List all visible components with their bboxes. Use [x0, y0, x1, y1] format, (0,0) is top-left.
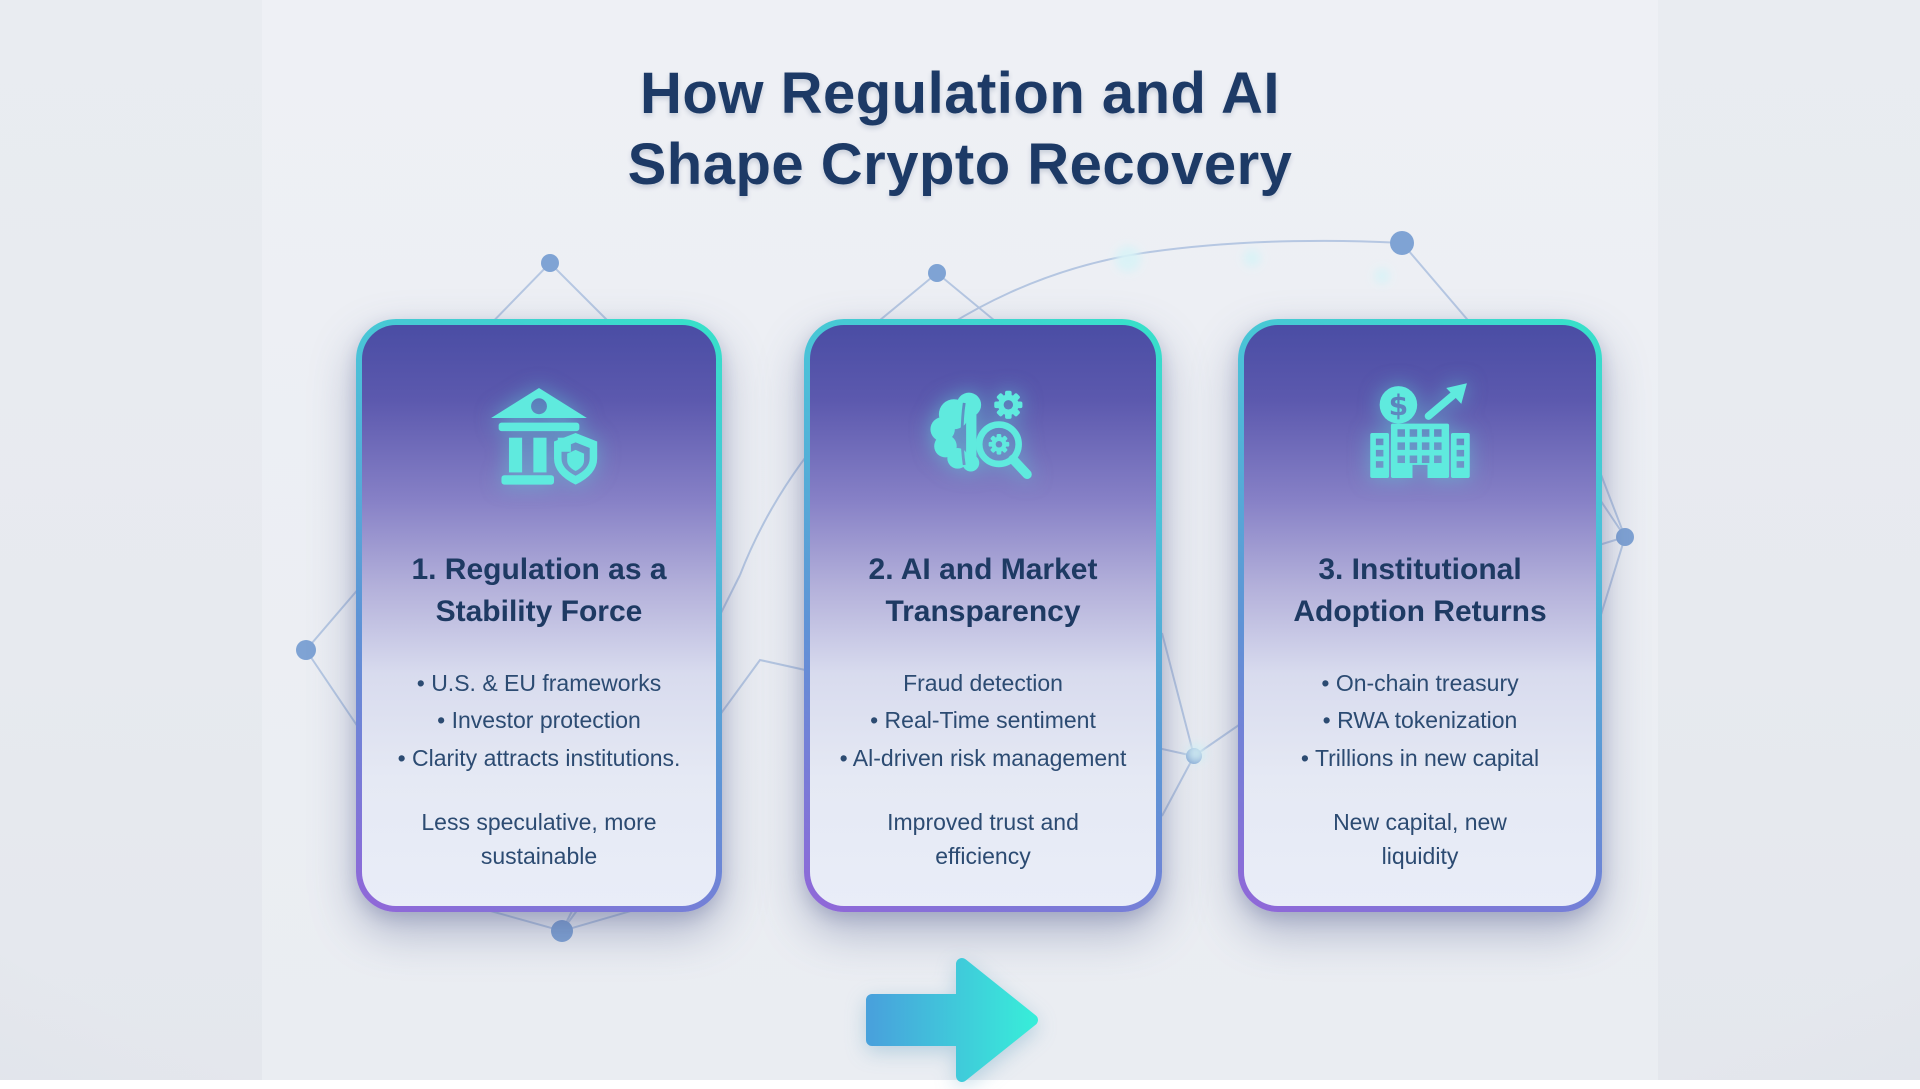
bullet-item: • Investor protection	[437, 707, 641, 734]
card-institutional-adoption: $ 3. Institutional Adoption Returns • On…	[1238, 319, 1602, 912]
card-title: 3. Institutional Adoption Returns	[1293, 553, 1547, 628]
bullet-item: Fraud detection	[903, 670, 1063, 696]
page-title-line2: Shape Crypto Recovery	[627, 131, 1293, 197]
card-bullet-list: • U.S. & EU frameworks • Investor protec…	[398, 665, 681, 777]
card-title: 1. Regulation as a Stability Force	[411, 553, 667, 628]
page-title: How Regulation and AI Shape Crypto Recov…	[0, 59, 1920, 201]
bullet-item: • Real-Time sentiment	[870, 707, 1096, 734]
card-summary: Improved trust and efficiency	[887, 808, 1079, 870]
bank-shield-icon	[478, 367, 600, 499]
card-regulation: 1. Regulation as a Stability Force • U.S…	[356, 319, 722, 912]
bullet-item: • Al-driven risk management	[839, 744, 1127, 771]
page-title-line1: How Regulation and AI	[640, 60, 1280, 126]
bullet-item: • Clarity attracts institutions.	[397, 744, 681, 771]
forward-arrow-icon	[862, 956, 1040, 1089]
bullet-item: • RWA tokenization	[1322, 707, 1518, 734]
card-title: 2. AI and Market Transparency	[868, 553, 1098, 628]
card-summary: New capital, new liquidity	[1333, 808, 1507, 870]
bullet-item: • Trillions in new capital	[1300, 744, 1540, 771]
bullet-item: • U.S. & EU frameworks	[416, 670, 662, 696]
card-bullet-list: Fraud detection • Real-Time sentiment • …	[840, 665, 1127, 777]
ai-brain-analysis-icon	[922, 367, 1044, 499]
institution-growth-icon: $	[1359, 367, 1481, 499]
card-summary: Less speculative, more sustainable	[421, 808, 657, 870]
bullet-item: • On-chain treasury	[1321, 670, 1519, 696]
card-ai-transparency: 2. AI and Market Transparency Fraud dete…	[804, 319, 1162, 912]
card-bullet-list: • On-chain treasury • RWA tokenization •…	[1301, 665, 1539, 777]
